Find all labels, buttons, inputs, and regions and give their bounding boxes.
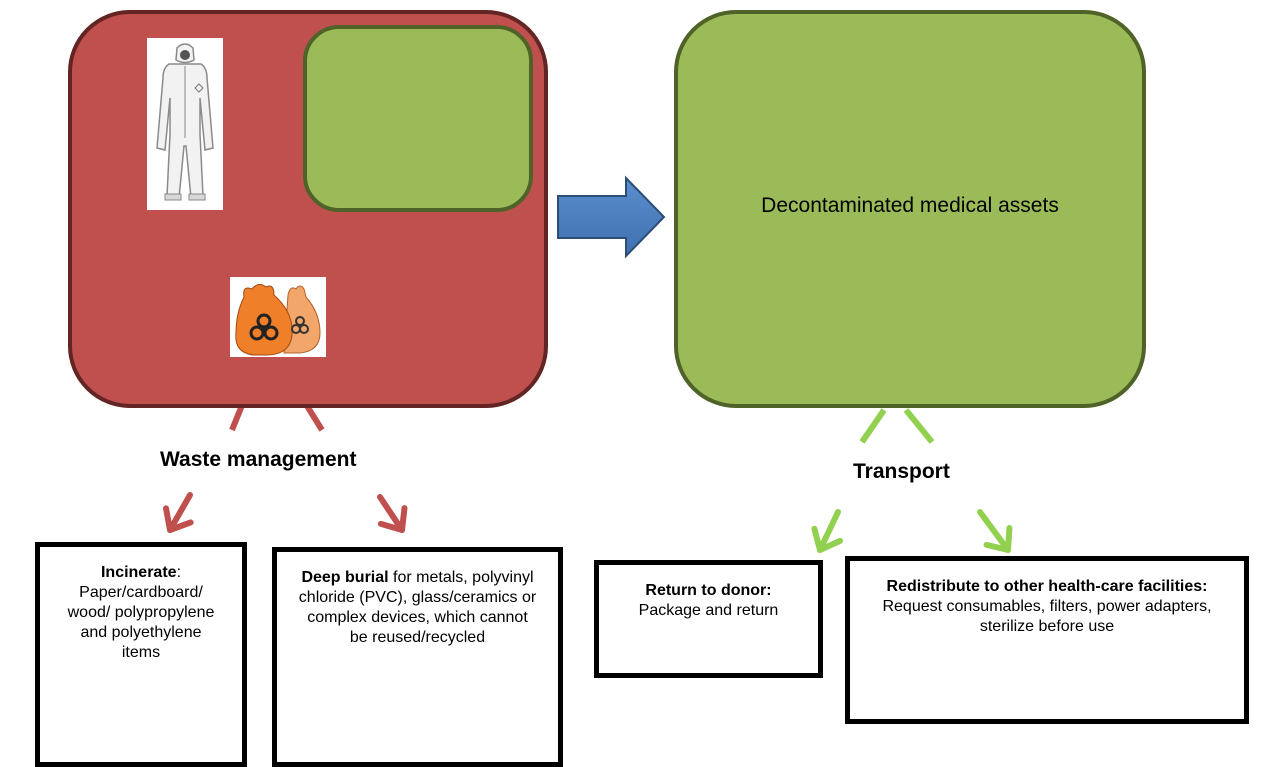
redistribute-text: Request consumables, filters, power adap… [882,598,1212,635]
arrow-to-incinerate-head [163,505,194,533]
arrow-to-return-donor-shaft [817,509,841,553]
incinerate-text: Paper/cardboard/ wood/ polypropylene and… [67,584,215,661]
waste-management-label: Waste management [160,448,357,471]
incinerate-box: Incinerate: Paper/cardboard/ wood/ polyp… [35,542,247,767]
arrow-to-redistribute-shaft [977,509,1011,553]
redistribute-box: Redistribute to other health-care facili… [845,556,1249,724]
protective-suit-icon [147,38,223,210]
deep-burial-box: Deep burial for metals, polyvinyl chlori… [272,547,563,767]
deep-burial-text: Deep burial for metals, polyvinyl chlori… [283,568,552,648]
incinerate-title: Incinerate [100,564,177,581]
transport-connector-right [903,408,935,444]
decontaminated-assets-box: Decontaminated medical assets [674,10,1146,408]
incinerate-colon: : [176,564,182,581]
incinerate-heading: Incinerate: [46,563,236,583]
decontaminated-assets-label: Decontaminated medical assets [761,194,1059,217]
deep-burial-title: Deep burial [301,569,389,586]
arrow-to-deep-burial-head [377,505,408,533]
arrow-to-return-donor-head [811,525,844,553]
redistribute-title: Redistribute to other health-care facili… [886,578,1208,595]
return-to-donor-box: Return to donor: Package and return [594,560,823,678]
transport-connector-left [859,408,887,444]
arrow-to-redistribute-head [983,525,1013,553]
inner-green-box [303,25,533,212]
arrow-to-incinerate-shaft [167,492,193,533]
return-to-donor-text: Package and return [638,602,779,619]
return-to-donor-title: Return to donor: [645,582,772,599]
deep-burial-body: for metals, polyvinyl chloride (PVC), gl… [298,569,537,646]
transport-label: Transport [853,460,950,483]
arrow-to-deep-burial-shaft [377,494,405,533]
right-arrow-icon [557,175,666,259]
biohazard-bags-icon [230,277,326,357]
